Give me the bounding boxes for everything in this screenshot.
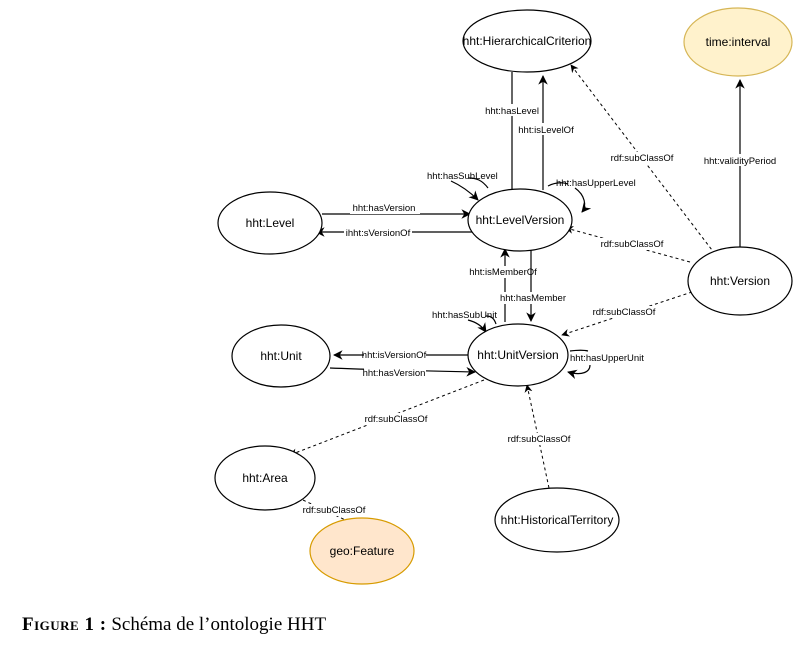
node-label-unit: hht:Unit	[260, 349, 302, 363]
edge-label-area-subclass-feature: rdf:subClassOf	[303, 505, 366, 516]
figure-caption: Figure 1 : Schéma de l’ontologie HHT	[22, 614, 326, 636]
edge-has-level: hht:hasLevel	[482, 72, 542, 202]
node-unit-version: hht:UnitVersion	[467, 323, 569, 387]
edge-is-level-of: hht:isLevelOf	[517, 75, 575, 190]
node-level-version: hht:LevelVersion	[467, 188, 573, 252]
edge-territory-subclass-unitversion: rdf:subClassOf	[507, 384, 571, 489]
edge-label-validity-period: hht:validityPeriod	[704, 156, 776, 167]
edge-version-subclass-levelversion: rdf:subClassOf	[565, 226, 691, 263]
edge-validity-period: hht:validityPeriod	[702, 79, 778, 247]
edge-level-is-version-of: ihht:sVersionOf	[315, 226, 474, 239]
edge-label-version-subclass-unitversion: rdf:subClassOf	[593, 307, 656, 318]
node-label-time-interval: time:interval	[706, 35, 771, 49]
edge-has-member: hht:hasMember	[499, 250, 567, 322]
node-geo-feature: geo:Feature	[309, 517, 415, 585]
edge-has-sub-unit: hht:hasSubUnit	[432, 310, 497, 333]
node-version: hht:Version	[687, 246, 793, 316]
node-label-version: hht:Version	[710, 274, 770, 288]
edge-label-level-has-version: hht:hasVersion	[353, 203, 416, 214]
edge-version-subclass-unitversion: rdf:subClassOf	[561, 291, 693, 337]
edge-has-upper-level: hht:hasUpperLevel	[547, 178, 636, 213]
edge-label-has-sub-level: hht:hasSubLevel	[427, 171, 498, 182]
edge-label-unitversion-subclass-area: rdf:subClassOf	[365, 414, 428, 425]
edge-label-version-subclass-levelversion: rdf:subClassOf	[601, 239, 664, 250]
node-label-hierarchical-criterion: hht:HierarchicalCriterion	[463, 34, 592, 48]
node-hierarchical-criterion: hht:HierarchicalCriterion	[462, 9, 592, 73]
edge-is-member-of: hht:isMemberOf	[469, 248, 537, 322]
edge-label-unit-has-version: hht:hasVersion	[363, 368, 426, 379]
edge-unitversion-subclass-area: rdf:subClassOf	[289, 379, 485, 457]
edge-label-is-member-of: hht:isMemberOf	[469, 267, 537, 278]
edge-label-has-member: hht:hasMember	[500, 293, 566, 304]
edge-label-territory-subclass-unitversion: rdf:subClassOf	[508, 434, 571, 445]
node-label-geo-feature: geo:Feature	[330, 544, 395, 558]
ontology-diagram: hht:hasLevel hht:isLevelOf hht:hasSubLev…	[214, 7, 793, 585]
edge-version-subclass-criterion: rdf:subClassOf	[570, 64, 716, 255]
node-label-level-version: hht:LevelVersion	[476, 213, 565, 227]
edge-label-unit-is-version-of: hht:isVersionOf	[362, 350, 427, 361]
edge-label-has-sub-unit: hht:hasSubUnit	[432, 310, 497, 321]
node-historical-territory: hht:HistoricalTerritory	[494, 487, 620, 553]
edge-label-has-upper-unit: hht:hasUpperUnit	[570, 353, 644, 364]
edge-label-has-upper-level: hht:hasUpperLevel	[556, 178, 636, 189]
node-label-area: hht:Area	[242, 471, 288, 485]
edge-level-has-version: hht:hasVersion	[322, 202, 471, 219]
node-label-historical-territory: hht:HistoricalTerritory	[501, 513, 614, 527]
edge-label-has-level: hht:hasLevel	[485, 106, 539, 117]
caption-text: Schéma de l’ontologie HHT	[111, 614, 327, 635]
node-area: hht:Area	[214, 445, 316, 511]
edge-has-sub-level: hht:hasSubLevel	[427, 171, 498, 201]
edge-has-upper-unit: hht:hasUpperUnit	[567, 349, 644, 379]
node-label-level: hht:Level	[246, 216, 295, 230]
figure-label: Figure 1 :	[22, 614, 107, 635]
node-unit: hht:Unit	[231, 324, 331, 388]
node-label-unit-version: hht:UnitVersion	[477, 348, 558, 362]
edge-label-version-subclass-criterion: rdf:subClassOf	[611, 153, 674, 164]
edge-label-is-level-of: hht:isLevelOf	[518, 125, 574, 136]
node-time-interval: time:interval	[683, 7, 793, 77]
edge-unit-has-version: hht:hasVersion	[329, 367, 476, 379]
node-level: hht:Level	[217, 191, 323, 255]
edge-label-level-is-version-of: ihht:sVersionOf	[346, 228, 411, 239]
edge-unit-is-version-of: hht:isVersionOf	[333, 349, 470, 361]
